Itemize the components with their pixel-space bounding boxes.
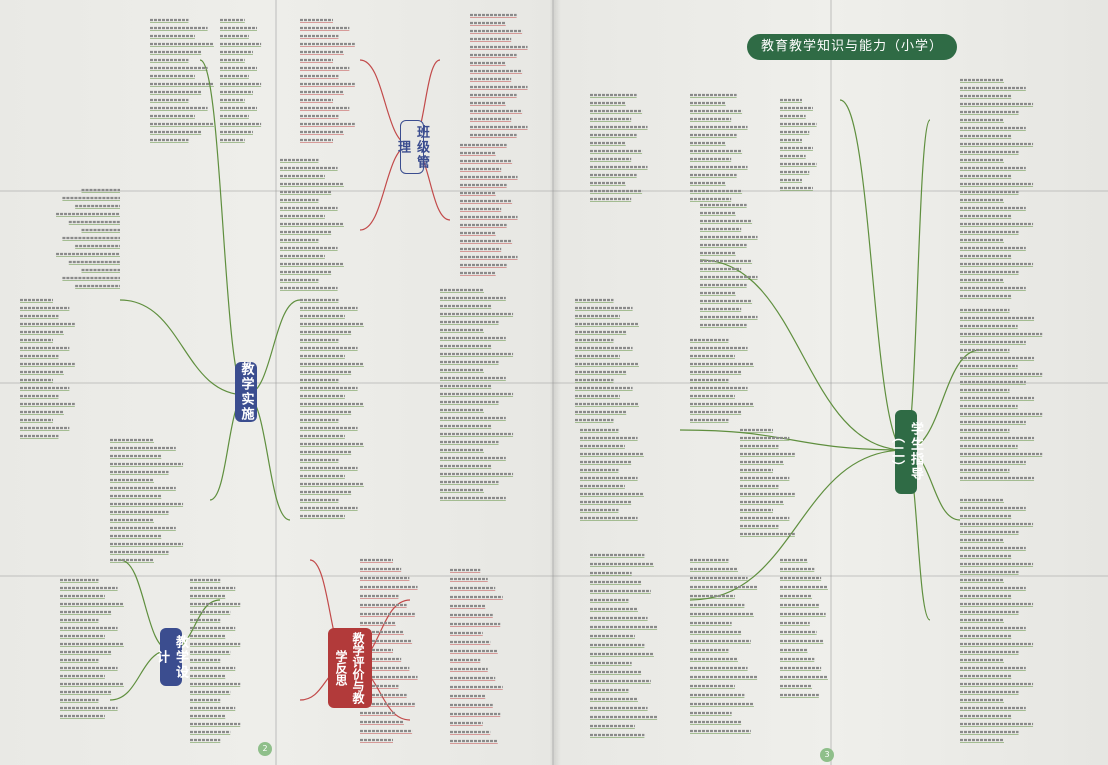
branch-line xyxy=(679,429,906,451)
topic-teaching-implementation: 教学实施 xyxy=(235,362,257,422)
page-number-left: 2 xyxy=(258,742,272,756)
fold-line xyxy=(552,0,554,765)
fold-line xyxy=(830,0,832,765)
page-number-right: 3 xyxy=(820,748,834,762)
topic-student-guidance: 学生指导（二） xyxy=(889,410,923,494)
fold-line xyxy=(0,575,1108,577)
topic-class-management: 班级管理 xyxy=(395,120,429,174)
branch-line xyxy=(689,449,906,601)
branch-line xyxy=(904,119,931,451)
topic-teaching-evaluation: 教学评价与教学反思 xyxy=(328,628,372,708)
branch-line xyxy=(119,299,247,396)
branch-line xyxy=(839,99,906,451)
fold-line xyxy=(275,0,277,765)
topic-teaching-design: 教学设计 xyxy=(154,628,188,686)
fold-line xyxy=(0,190,1108,192)
branch-line xyxy=(699,259,906,451)
fold-line xyxy=(0,382,1108,384)
leaf-text-lines xyxy=(20,13,1043,744)
poster-title: 教育教学知识与能力（小学） xyxy=(747,34,957,60)
